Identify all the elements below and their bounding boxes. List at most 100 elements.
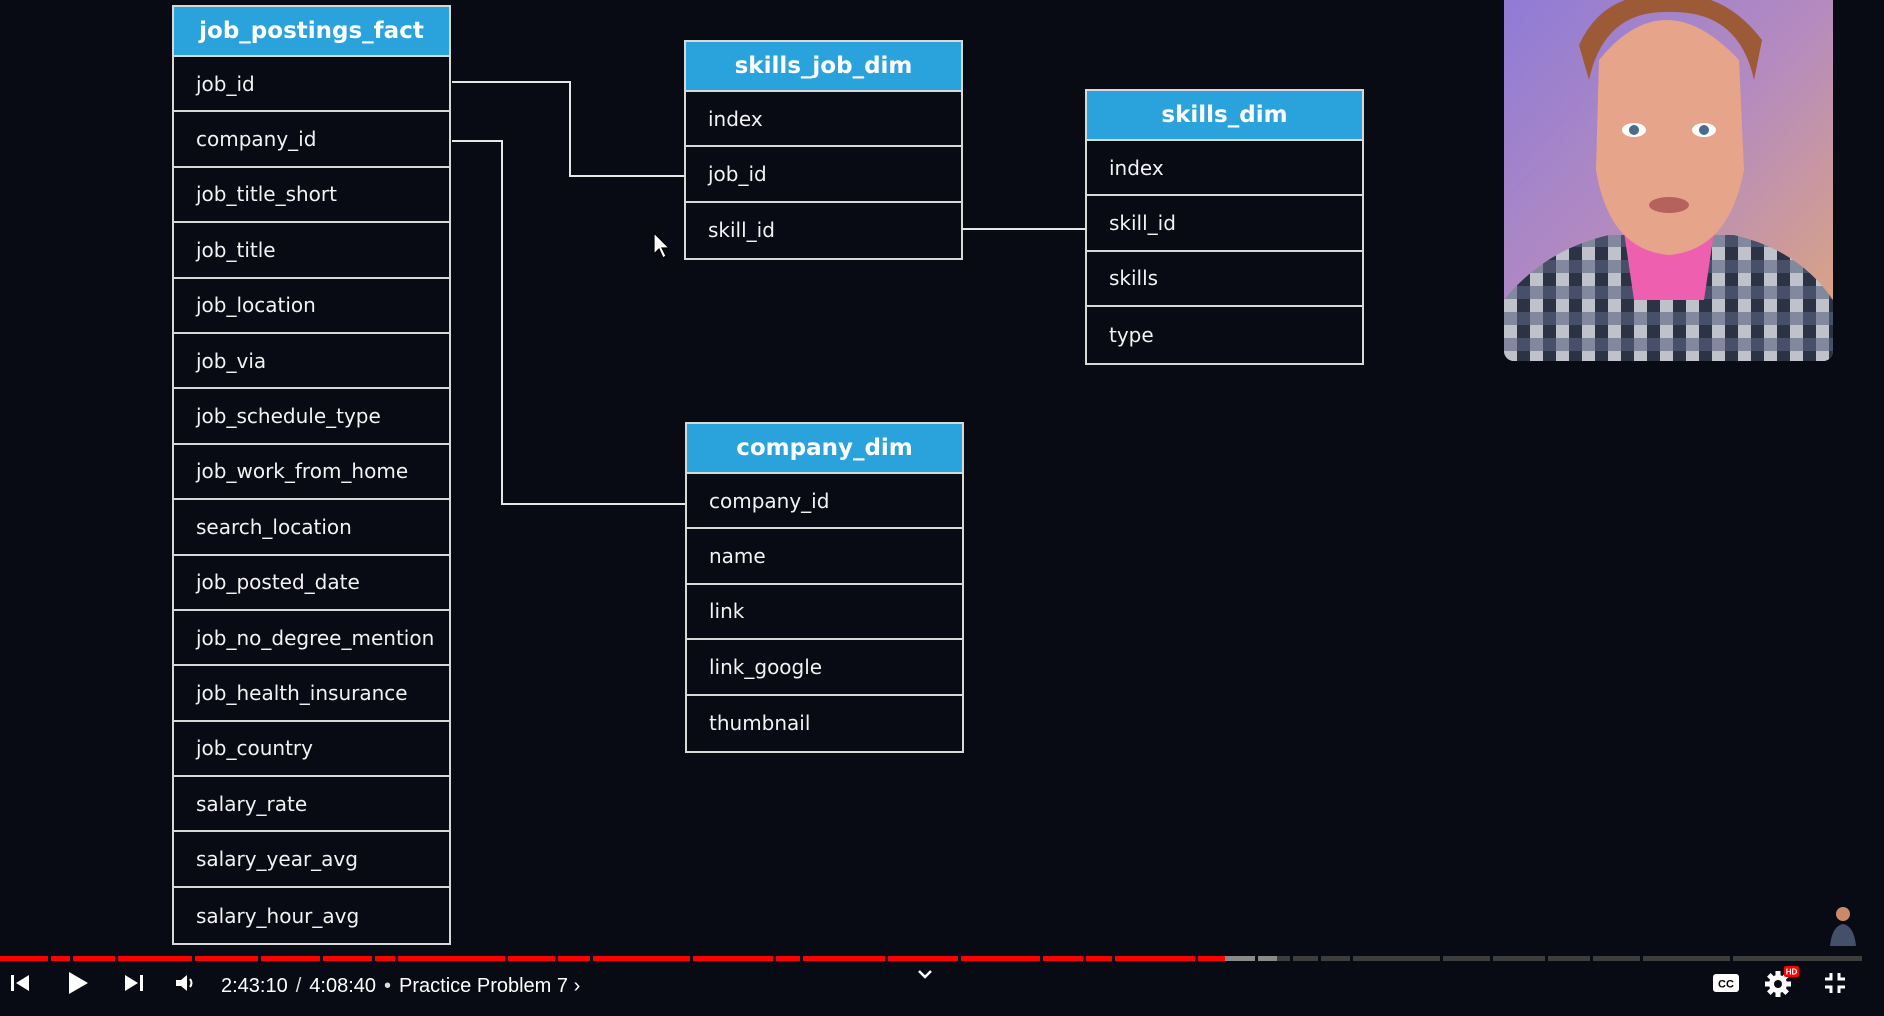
table-title: skills_dim [1087, 91, 1362, 141]
chapter-divider [590, 956, 593, 961]
chapter-title-button[interactable]: Practice Problem 7 › [399, 975, 580, 998]
exit-fullscreen-button[interactable] [1818, 968, 1852, 998]
svg-text:CC: CC [1718, 979, 1734, 991]
time-separator: / [295, 975, 302, 997]
chapter-divider [1040, 956, 1043, 961]
table-title: job_postings_fact [174, 7, 449, 57]
next-button[interactable] [120, 968, 148, 998]
table-column-row: job_country [174, 722, 449, 778]
chapter-divider [48, 956, 51, 961]
progress-played [0, 956, 1225, 961]
player-controls: CC [0, 948, 1884, 1016]
hd-badge [1784, 966, 1799, 977]
table-title: skills_job_dim [686, 42, 961, 92]
chapter-divider [70, 956, 73, 961]
chapter-divider [885, 956, 888, 961]
chapter-divider [1318, 956, 1321, 961]
current-time: 2:43:10 [221, 975, 288, 997]
duration: 4:08:40 [309, 975, 377, 997]
table-column-row: job_via [174, 334, 449, 390]
captions-button[interactable]: CC [1708, 968, 1744, 998]
play-button[interactable] [62, 966, 94, 1000]
chapter-chevron-icon: › [573, 975, 581, 997]
table-column-row: skills [1087, 252, 1362, 308]
table-column-row: skill_id [1087, 196, 1362, 252]
presenter-video-image [1504, 0, 1833, 361]
chapter-divider [395, 956, 398, 961]
table-column-row: salary_rate [174, 777, 449, 833]
table-column-row: job_health_insurance [174, 666, 449, 722]
chapter-title: Practice Problem 7 [399, 975, 569, 997]
time-display: 2:43:10 / 4:08:40 • Practice Problem 7 › [221, 975, 580, 998]
chapter-dividers [48, 956, 1733, 961]
chapter-divider [1730, 956, 1733, 961]
chapter-divider [258, 956, 261, 961]
chevron-down-icon [918, 970, 932, 979]
table-column-row: search_location [174, 500, 449, 556]
relation-company-id-line [452, 140, 686, 505]
table-column-row: company_id [174, 112, 449, 168]
skip-next-icon [125, 975, 143, 991]
chapter-divider [1112, 956, 1115, 961]
chapter-divider [800, 956, 803, 961]
table-column-row: job_schedule_type [174, 389, 449, 445]
table-column-row: salary_year_avg [174, 832, 449, 888]
table-column-row: salary_hour_avg [196, 903, 360, 928]
table-column-row: name [687, 529, 962, 585]
table-column-row: job_no_degree_mention [174, 611, 449, 667]
chapter-divider [1195, 956, 1198, 961]
chapter-divider [555, 956, 558, 961]
settings-button[interactable]: HD [1762, 962, 1802, 1000]
table-column-row: thumbnail [709, 711, 811, 736]
progress-bar[interactable] [0, 956, 1862, 961]
play-icon [69, 972, 88, 994]
table-column-row: company_id [687, 474, 962, 530]
channel-avatar[interactable] [1818, 900, 1868, 950]
table-column-row: job_title [174, 223, 449, 279]
table-column-row: job_location [174, 279, 449, 334]
previous-button[interactable] [6, 968, 34, 998]
chapter-bullet: • [384, 975, 392, 997]
chapter-divider [192, 956, 195, 961]
table-column-row: job_title_short [174, 168, 449, 224]
hd-badge-label: HD [1786, 968, 1798, 977]
table-column-row: job_id [686, 147, 961, 203]
table-column-row: job_work_from_home [174, 445, 449, 501]
chapter-divider [1590, 956, 1593, 961]
chapter-divider [690, 956, 693, 961]
table-column-row: job_id [174, 57, 449, 113]
table-column-row: link_google [687, 640, 962, 696]
webcam-overlay [1504, 0, 1833, 361]
volume-button[interactable] [170, 968, 200, 998]
volume-icon [176, 975, 193, 991]
chapter-divider [505, 956, 508, 961]
chapter-divider [1290, 956, 1293, 961]
table-column-row: index [1087, 141, 1362, 197]
chapter-divider [1255, 956, 1258, 961]
exit-fullscreen-icon [1825, 973, 1845, 993]
chapter-divider [1490, 956, 1493, 961]
chapter-divider [1350, 956, 1353, 961]
table-column-row: index [686, 92, 961, 148]
chapter-divider [1083, 956, 1086, 961]
chapter-divider [773, 956, 776, 961]
table-column-row: type [1109, 322, 1154, 347]
chapter-divider [1640, 956, 1643, 961]
closed-captions-icon: CC [1713, 974, 1739, 992]
mouse-cursor-icon [653, 232, 671, 259]
chapter-divider [115, 956, 118, 961]
chapter-divider [1545, 956, 1548, 961]
expand-chapter-button[interactable] [912, 962, 938, 986]
table-title: company_dim [687, 424, 962, 474]
settings-gear-icon: HD [1765, 966, 1799, 997]
table-column-row: job_posted_date [174, 556, 449, 611]
